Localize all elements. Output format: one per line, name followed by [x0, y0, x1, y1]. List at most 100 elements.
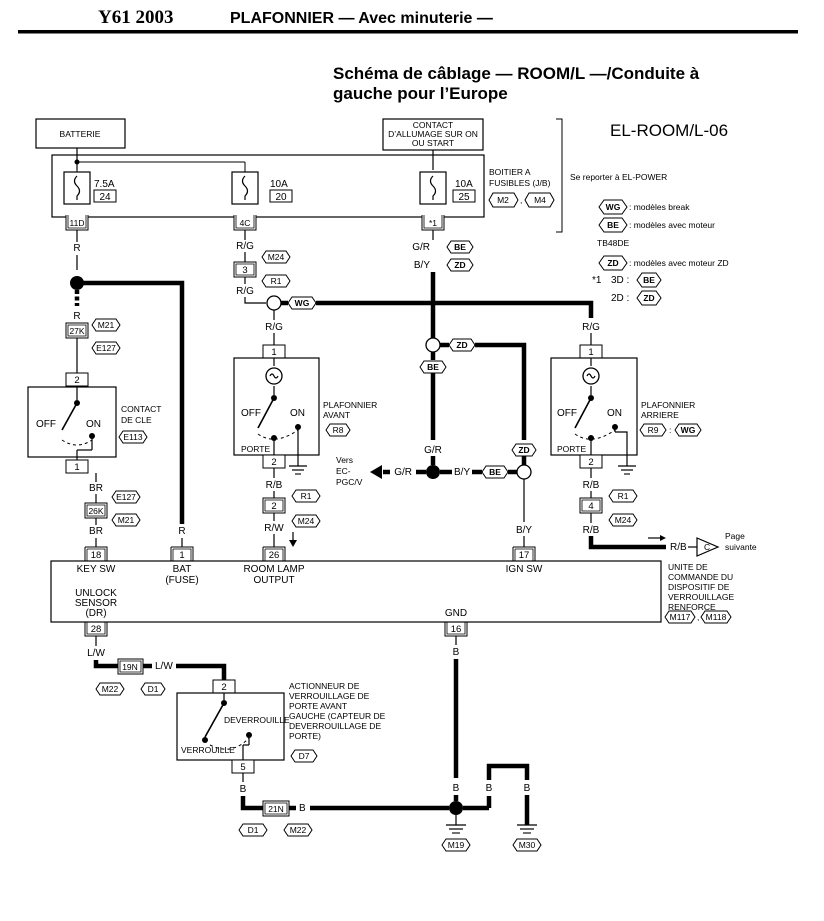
door-lock-actuator: 2 DEVERROUILLE VERROUILLE 5	[176, 679, 290, 774]
be-text: : modèles avec moteur	[629, 220, 715, 230]
option-node-column3	[425, 337, 441, 353]
svg-text:G/R: G/R	[394, 467, 412, 478]
conn-m22-bottom: M22	[290, 825, 307, 835]
splice-ground	[449, 801, 463, 815]
conn-star1: *1	[421, 215, 445, 231]
svg-text:19N: 19N	[122, 662, 138, 672]
wg-node-badge: WG	[295, 298, 310, 308]
svg-text:ON: ON	[607, 408, 622, 419]
conn-d1-top: D1	[148, 684, 159, 694]
svg-text:R: R	[73, 311, 80, 322]
conn-m21-bottom: M21	[118, 515, 135, 525]
variant-3d-badge-shape	[636, 272, 662, 288]
svg-text:B: B	[240, 784, 247, 795]
unit-connector-m118: M118	[706, 612, 727, 622]
rear-lamp-wg-badge: WG	[681, 425, 696, 435]
page-title: PLAFONNIER — Avec minuterie —	[230, 10, 493, 27]
actuator-label-1: ACTIONNEUR DE	[289, 681, 360, 691]
vers-label-2: EC-	[336, 466, 351, 476]
svg-text:C: C	[704, 542, 710, 552]
next-page-label-2: suivante	[725, 542, 757, 552]
svg-text:PORTE: PORTE	[557, 444, 586, 454]
ground-m30: M30	[519, 840, 536, 850]
legend: Se reporter à EL-POWER WG : modèles brea…	[570, 172, 729, 306]
svg-text:R/G: R/G	[236, 286, 254, 297]
svg-text:B: B	[299, 803, 306, 814]
svg-text:26: 26	[269, 550, 280, 561]
svg-text:IGN SW: IGN SW	[506, 564, 543, 575]
rear-room-lamp: 1 OFF ON PORTE 2	[550, 344, 638, 475]
svg-text:OUTPUT: OUTPUT	[253, 575, 294, 586]
engine-label: TB48DE	[597, 238, 629, 248]
conn-d1-bottom: D1	[248, 825, 259, 835]
svg-text:R: R	[178, 526, 185, 537]
svg-text:21N: 21N	[268, 804, 284, 814]
svg-text:28: 28	[91, 624, 102, 635]
variant-2d-badge: ZD	[643, 293, 654, 303]
conn-26k: 26K	[84, 502, 108, 519]
conn-m24-top: M24	[268, 252, 285, 262]
svg-text:4C: 4C	[240, 218, 251, 228]
svg-text:B/Y: B/Y	[414, 260, 430, 271]
variant-2d-badge-shape	[636, 290, 662, 306]
svg-text:18: 18	[91, 550, 102, 561]
pin-bat: 1 BAT (FUSE)	[165, 546, 199, 586]
conn-21n: 21N	[262, 800, 290, 817]
svg-text:7.5A: 7.5A	[94, 179, 115, 190]
svg-text:2: 2	[271, 501, 276, 512]
svg-text:4: 4	[588, 501, 593, 512]
svg-text:20: 20	[275, 192, 287, 203]
svg-text:BR: BR	[89, 526, 103, 537]
conn-m24-rear: M24	[615, 515, 632, 525]
front-room-lamp: 1 OFF ON PORTE 2	[233, 344, 320, 475]
svg-text:17: 17	[519, 550, 530, 561]
conn-3: 3	[233, 261, 257, 278]
svg-text:R/G: R/G	[582, 322, 600, 333]
unit-label-2: COMMANDE DU	[668, 572, 733, 582]
zd-badge: ZD	[607, 258, 618, 268]
wg-badge-shape	[598, 199, 628, 215]
unlock-label-3: (DR)	[85, 608, 106, 619]
actuator-label-2: VERROUILLAGE DE	[289, 691, 370, 701]
svg-text:OFF: OFF	[36, 419, 56, 430]
svg-text:BR: BR	[89, 483, 103, 494]
be-badge-shape	[598, 217, 628, 233]
pin-key-sw: 18 KEY SW	[77, 546, 116, 575]
svg-text:BAT: BAT	[173, 564, 192, 575]
svg-text:B: B	[453, 647, 460, 658]
unit-label-3: DISPOSITIF DE	[668, 582, 730, 592]
svg-text:R/G: R/G	[265, 322, 283, 333]
gnd-label: GND	[445, 608, 467, 619]
ignition-label-3: OU START	[412, 138, 454, 148]
svg-text:,: ,	[697, 612, 699, 622]
legend-power-ref: Se reporter à EL-POWER	[570, 172, 667, 182]
svg-text:10A: 10A	[455, 179, 473, 190]
fuse-24: 7.5A 24	[63, 171, 117, 205]
actuator-connector: D7	[299, 751, 310, 761]
unlock-label-2: SENSOR	[75, 598, 117, 609]
svg-text:L/W: L/W	[155, 661, 173, 672]
unit-label-1: UNITE DE	[668, 562, 708, 572]
node-zd-badge: ZD	[456, 340, 467, 350]
conn-m21-top: M21	[98, 320, 115, 330]
key-switch-label-2: DE CLE	[121, 415, 152, 425]
arrow-to-ecm	[370, 465, 382, 479]
pin-room-lamp: 26 ROOM LAMP OUTPUT	[243, 546, 305, 586]
svg-text:OFF: OFF	[557, 408, 577, 419]
conn-11d: 11D	[65, 215, 89, 231]
wire-by-zd	[475, 342, 527, 440]
conn-e127-bottom: E127	[116, 492, 136, 502]
actuator-label-5: DEVERROUILLAGE DE	[289, 721, 381, 731]
conn-27k: 27K	[65, 322, 89, 339]
svg-text:KEY SW: KEY SW	[77, 564, 116, 575]
svg-text:2: 2	[271, 457, 276, 468]
jb-connector-m4: M4	[534, 195, 546, 205]
next-page-label-1: Page	[725, 531, 745, 541]
conn-r1-top: R1	[271, 276, 282, 286]
svg-text::: :	[669, 425, 671, 435]
option-node-wg	[266, 295, 282, 311]
node-be-badge: BE	[427, 362, 439, 372]
diagram-title-line1: Schéma de câblage — ROOM/L —/Conduite à	[333, 64, 700, 83]
conn-4c: 4C	[233, 215, 257, 231]
